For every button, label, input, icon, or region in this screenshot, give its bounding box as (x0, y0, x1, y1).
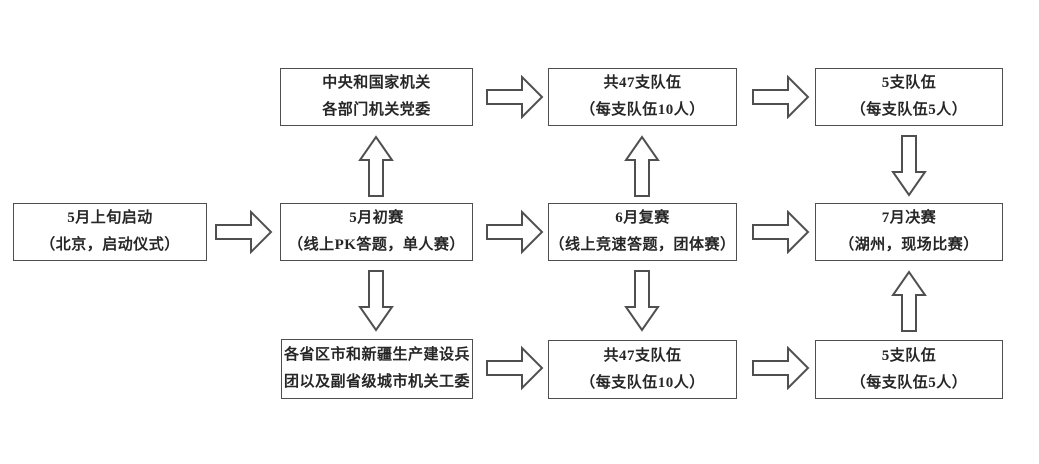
box-july-final-line2: （湖州，现场比赛） (839, 237, 979, 253)
box-july-final: 7月决赛 （湖州，现场比赛） (815, 203, 1003, 261)
box-bottom-5-teams-line2: （每支队伍5人） (850, 374, 968, 391)
box-bottom-5-teams-line1: 5支队伍 (881, 347, 937, 364)
box-provincial-organs-line1: 各省区市和新疆生产建设兵 (283, 347, 470, 363)
box-launch-line2: （北京，启动仪式） (40, 237, 180, 253)
arrow-up-icon (624, 135, 660, 197)
box-central-organs: 中央和国家机关 各部门机关党委 (280, 68, 473, 126)
box-launch: 5月上旬启动 （北京，启动仪式） (13, 203, 207, 261)
box-top-5-teams-line2: （每支队伍5人） (850, 102, 968, 118)
box-may-preliminary-line1: 5月初赛 (349, 210, 404, 226)
arrow-right-icon (752, 75, 810, 119)
arrow-right-icon (486, 346, 544, 390)
box-june-semifinal: 6月复赛 （线上竞速答题，团体赛） (548, 203, 737, 261)
box-june-semifinal-line1: 6月复赛 (615, 210, 670, 226)
box-top-47-teams-line2: （每支队伍10人） (580, 102, 705, 118)
box-top-5-teams-line1: 5支队伍 (881, 75, 937, 91)
box-launch-line1: 5月上旬启动 (67, 210, 153, 226)
box-provincial-organs-line2: 团以及副省级城市机关工委 (283, 374, 470, 390)
box-top-47-teams: 共47支队伍 （每支队伍10人） (548, 68, 737, 126)
arrow-right-icon (215, 210, 273, 254)
box-bottom-47-teams-line1: 共47支队伍 (603, 347, 682, 364)
box-bottom-47-teams-line2: （每支队伍10人） (580, 374, 705, 391)
arrow-right-icon (752, 346, 810, 390)
arrow-down-icon (358, 270, 394, 332)
arrow-up-icon (358, 135, 394, 197)
box-june-semifinal-line2: （线上竞速答题，团体赛） (549, 237, 736, 253)
box-provincial-organs: 各省区市和新疆生产建设兵 团以及副省级城市机关工委 (281, 339, 473, 399)
arrow-up-icon (891, 270, 927, 332)
box-central-organs-line1: 中央和国家机关 (322, 75, 431, 91)
arrow-down-icon (891, 135, 927, 197)
box-top-47-teams-line1: 共47支队伍 (603, 75, 682, 91)
arrow-right-icon (486, 75, 544, 119)
arrow-right-icon (752, 210, 810, 254)
arrow-down-icon (624, 270, 660, 332)
box-july-final-line1: 7月决赛 (881, 210, 937, 226)
box-bottom-5-teams: 5支队伍 （每支队伍5人） (815, 340, 1003, 399)
box-may-preliminary-line2: （线上PK答题，单人赛） (288, 237, 465, 253)
box-top-5-teams: 5支队伍 （每支队伍5人） (815, 68, 1003, 126)
arrow-right-icon (486, 210, 544, 254)
box-may-preliminary: 5月初赛 （线上PK答题，单人赛） (280, 203, 473, 261)
box-central-organs-line2: 各部门机关党委 (322, 102, 431, 118)
box-bottom-47-teams: 共47支队伍 （每支队伍10人） (548, 340, 737, 399)
